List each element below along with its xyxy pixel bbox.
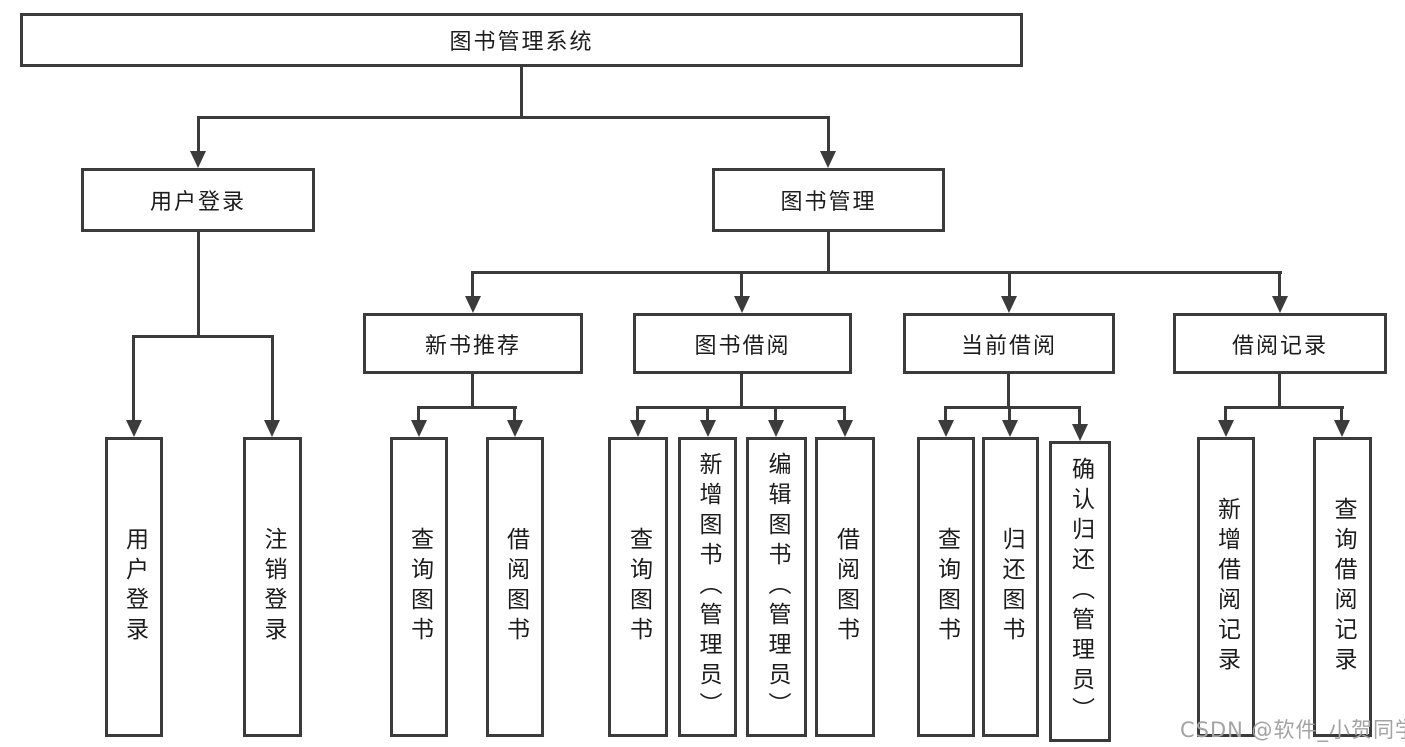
node-logout-action: 注销登录 xyxy=(243,437,302,737)
connector-line xyxy=(774,406,777,422)
node-borrowing-query-books: 查询图书 xyxy=(608,437,668,737)
node-book-borrowing: 图书借阅 xyxy=(633,313,852,374)
arrowhead xyxy=(938,420,954,437)
node-records-query-borrow-record: 查询借阅记录 xyxy=(1313,437,1372,737)
connector-line xyxy=(197,116,200,153)
node-label: 图书管理 xyxy=(780,190,877,215)
node-label: 确认归还（管理员） xyxy=(1067,456,1094,727)
connector-line xyxy=(471,271,1282,274)
arrowhead xyxy=(700,420,716,437)
connector-line xyxy=(1340,406,1343,422)
node-recommend-query-books: 查询图书 xyxy=(390,437,448,737)
connector-line xyxy=(132,335,274,338)
arrowhead xyxy=(630,420,646,437)
connector-line xyxy=(706,406,709,422)
arrowhead xyxy=(190,151,206,168)
node-label: 用户登录 xyxy=(121,527,148,647)
arrowhead xyxy=(1072,424,1088,441)
arrowhead xyxy=(507,420,523,437)
connector-line xyxy=(197,232,200,337)
connector-line xyxy=(944,406,1081,409)
connector-line xyxy=(471,374,474,408)
connector-line xyxy=(740,374,743,408)
connector-line xyxy=(1278,271,1281,298)
node-borrowing-edit-books-admin: 编辑图书（管理员） xyxy=(746,437,807,737)
arrowhead xyxy=(1334,420,1350,437)
arrowhead xyxy=(126,420,142,437)
node-label: 编辑图书（管理员） xyxy=(764,452,790,722)
node-label: 当前借阅 xyxy=(960,333,1057,359)
node-label: 查询图书 xyxy=(625,527,652,647)
connector-line xyxy=(636,406,639,422)
connector-line xyxy=(944,406,947,422)
arrowhead xyxy=(465,296,481,313)
arrowhead xyxy=(837,420,853,437)
node-label: 图书管理系统 xyxy=(449,30,594,55)
connector-line xyxy=(1078,406,1081,426)
node-recommend-borrow-books: 借阅图书 xyxy=(486,437,544,737)
node-label: 查询图书 xyxy=(933,527,960,647)
connector-line xyxy=(513,406,516,422)
connector-line xyxy=(471,271,474,298)
arrowhead xyxy=(1218,420,1234,437)
node-borrowing-borrow-books: 借阅图书 xyxy=(815,437,875,737)
arrowhead xyxy=(1272,296,1288,313)
arrowhead xyxy=(768,420,784,437)
connector-line xyxy=(827,232,830,273)
arrowhead xyxy=(734,296,750,313)
node-label: 查询借阅记录 xyxy=(1330,497,1356,677)
connector-line xyxy=(271,335,274,422)
connector-line xyxy=(1224,406,1344,409)
connector-line xyxy=(827,116,830,153)
node-book-management-branch: 图书管理 xyxy=(712,168,945,232)
node-label: 借阅记录 xyxy=(1231,333,1328,359)
connector-line xyxy=(132,335,135,422)
node-library-management-system: 图书管理系统 xyxy=(20,13,1023,67)
connector-line xyxy=(197,116,830,119)
connector-line xyxy=(740,271,743,298)
node-current-confirm-return-admin: 确认归还（管理员） xyxy=(1049,441,1111,742)
node-current-return-books: 归还图书 xyxy=(982,437,1039,737)
connector-line xyxy=(1008,406,1011,422)
arrowhead xyxy=(411,420,427,437)
node-label: 注销登录 xyxy=(260,527,286,647)
connector-line xyxy=(843,406,846,422)
node-label: 新增图书（管理员） xyxy=(695,452,721,722)
node-user-login-action: 用户登录 xyxy=(105,437,163,737)
connector-line xyxy=(417,406,420,422)
node-label: 用户登录 xyxy=(149,190,246,215)
node-current-borrowing: 当前借阅 xyxy=(903,313,1115,374)
connector-line xyxy=(1224,406,1227,422)
arrowhead xyxy=(1002,420,1018,437)
connector-line xyxy=(1007,374,1010,408)
node-current-query-books: 查询图书 xyxy=(917,437,975,737)
arrowhead xyxy=(1001,296,1017,313)
node-label: 新书推荐 xyxy=(424,333,521,359)
node-records-add-borrow-record: 新增借阅记录 xyxy=(1197,437,1255,737)
node-user-login-branch: 用户登录 xyxy=(81,168,315,232)
connector-line xyxy=(1278,374,1281,408)
watermark: CSDN @软件_小贺同学 xyxy=(1180,718,1405,742)
arrowhead xyxy=(820,151,836,168)
node-borrowing-records: 借阅记录 xyxy=(1173,313,1387,374)
connector-line xyxy=(636,406,846,409)
node-label: 图书借阅 xyxy=(694,333,791,359)
connector-line xyxy=(1008,271,1011,298)
connector-line xyxy=(417,406,517,409)
node-borrowing-add-books-admin: 新增图书（管理员） xyxy=(678,437,737,737)
connector-line xyxy=(520,67,523,116)
node-label: 借阅图书 xyxy=(832,527,859,647)
arrowhead xyxy=(264,420,280,437)
node-new-book-recommendation: 新书推荐 xyxy=(363,313,583,374)
node-label: 借阅图书 xyxy=(502,527,529,647)
node-label: 查询图书 xyxy=(406,527,433,647)
node-label: 新增借阅记录 xyxy=(1213,497,1240,677)
node-label: 归还图书 xyxy=(998,527,1024,647)
